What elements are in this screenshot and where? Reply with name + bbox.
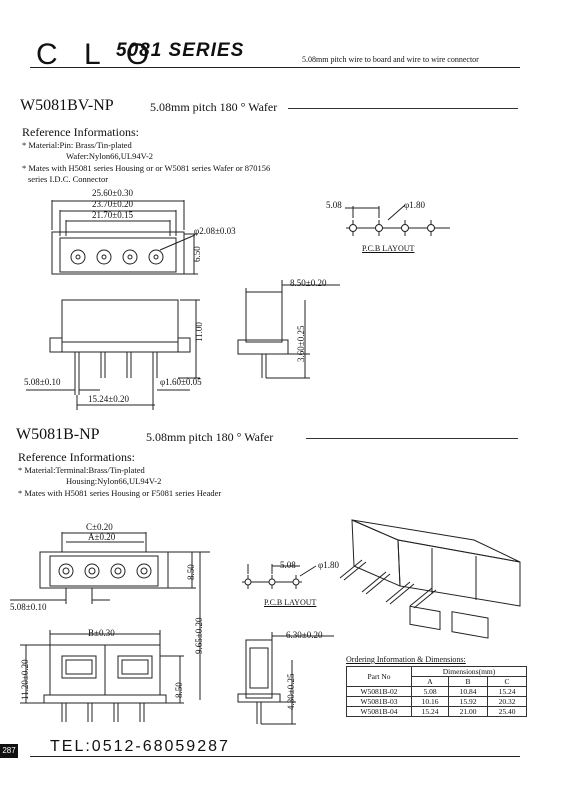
table-header-dims: Dimensions(mm): [411, 666, 527, 677]
section2-subtitle: 5.08mm pitch 180 ° Wafer: [146, 430, 274, 444]
table-header-a: A: [411, 676, 449, 687]
section1-note-3: * Mates with H5081 series Housing or or …: [22, 163, 271, 173]
dim-21-70: 21.70±0.15: [92, 210, 133, 220]
row-c: 25.40: [487, 706, 527, 717]
dim-b: B±0.30: [88, 628, 115, 638]
section2-rule: [306, 438, 518, 439]
row-c: 20.32: [487, 696, 527, 707]
dim-23-70: 23.70±0.20: [92, 199, 133, 209]
section2-part: W5081B-NP: [16, 426, 100, 443]
row-b: 10.84: [448, 686, 488, 697]
dim-9-65: 9.65±0.20: [194, 617, 204, 654]
section2-note-1: * Material:Terminal:Brass/Tin-plated: [18, 465, 145, 475]
table-row: W5081B-04 15.24 21.00 25.40: [346, 706, 527, 717]
brand-logo: C L O: [36, 38, 159, 71]
dim-25-60: 25.60±0.30: [92, 188, 133, 198]
table-header-part: Part No: [346, 666, 412, 687]
row-part: W5081B-04: [346, 706, 412, 717]
dim-15-24: 15.24±0.20: [88, 394, 129, 404]
section1-subtitle: 5.08mm pitch 180 ° Wafer: [150, 100, 278, 114]
table-header-c: C: [487, 676, 527, 687]
table-row: W5081B-03 10.16 15.92 20.32: [346, 696, 527, 707]
section1-note-1: * Material:Pin: Brass/Tin-plated: [22, 140, 132, 150]
pcb1-pitch: 5.08: [326, 200, 342, 210]
pcb2-hole: φ1.80: [318, 560, 339, 570]
row-b: 21.00: [448, 706, 488, 717]
table-row: W5081B-02 5.08 10.84 15.24: [346, 686, 527, 697]
section1-rule: [288, 108, 518, 109]
table-header-b: B: [448, 676, 488, 687]
section1-part: W5081BV-NP: [20, 97, 114, 114]
page-number: 287: [0, 744, 18, 758]
row-part: W5081B-03: [346, 696, 412, 707]
pcb2-label: P.C.B LAYOUT: [264, 598, 317, 607]
dim-4-30: 4.30±0.25: [286, 673, 296, 710]
footer-rule: [30, 756, 520, 757]
section2-note-2: Housing:Nylon66,UL94V-2: [66, 476, 162, 486]
row-part: W5081B-02: [346, 686, 412, 697]
dim-6-30: 6.30±0.20: [286, 630, 323, 640]
header-rule: [30, 67, 520, 68]
section1-note-2: Wafer:Nylon66,UL94V-2: [66, 151, 154, 161]
dim-hole-2-08: φ2.08±0.03: [194, 226, 236, 236]
series-title: 5081 SERIES: [116, 40, 245, 61]
section1-ref-heading: Reference Informations:: [22, 125, 139, 139]
row-b: 15.92: [448, 696, 488, 707]
row-c: 15.24: [487, 686, 527, 697]
dim-c: C±0.20: [86, 522, 113, 532]
pcb1-label: P.C.B LAYOUT: [362, 244, 415, 253]
pcb2-pitch: 5.08: [280, 560, 296, 570]
table-title: Ordering Information & Dimensions:: [346, 655, 466, 664]
pcb1-hole: φ1.80: [404, 200, 425, 210]
row-a: 10.16: [411, 696, 449, 707]
dim-11-20: 11.20±0.20: [20, 659, 30, 700]
section1-note-4: series I.D.C. Connector: [28, 174, 109, 184]
dim-5-08-pitch-2: 5.08±0.10: [10, 602, 47, 612]
ordering-table: Part No Dimensions(mm) A B C W5081B-02 5…: [346, 666, 527, 717]
dim-5-08-pitch: 5.08±0.10: [24, 377, 61, 387]
section2-note-3: * Mates with H5081 series Housing or F50…: [18, 488, 222, 498]
section2-ref-heading: Reference Informations:: [18, 450, 135, 464]
dim-8-50-top: 8.50: [186, 564, 196, 580]
row-a: 15.24: [411, 706, 449, 717]
dim-pin-1-60: φ1.60±0.05: [160, 377, 202, 387]
dim-a: A±0.20: [88, 532, 116, 542]
dim-8-50: 8.50±0.20: [290, 278, 327, 288]
dim-8-50-front: 8.50: [174, 682, 184, 698]
telephone: TEL:0512-68059287: [50, 738, 230, 755]
tagline: 5.08mm pitch wire to board and wire to w…: [302, 55, 479, 64]
row-a: 5.08: [411, 686, 449, 697]
